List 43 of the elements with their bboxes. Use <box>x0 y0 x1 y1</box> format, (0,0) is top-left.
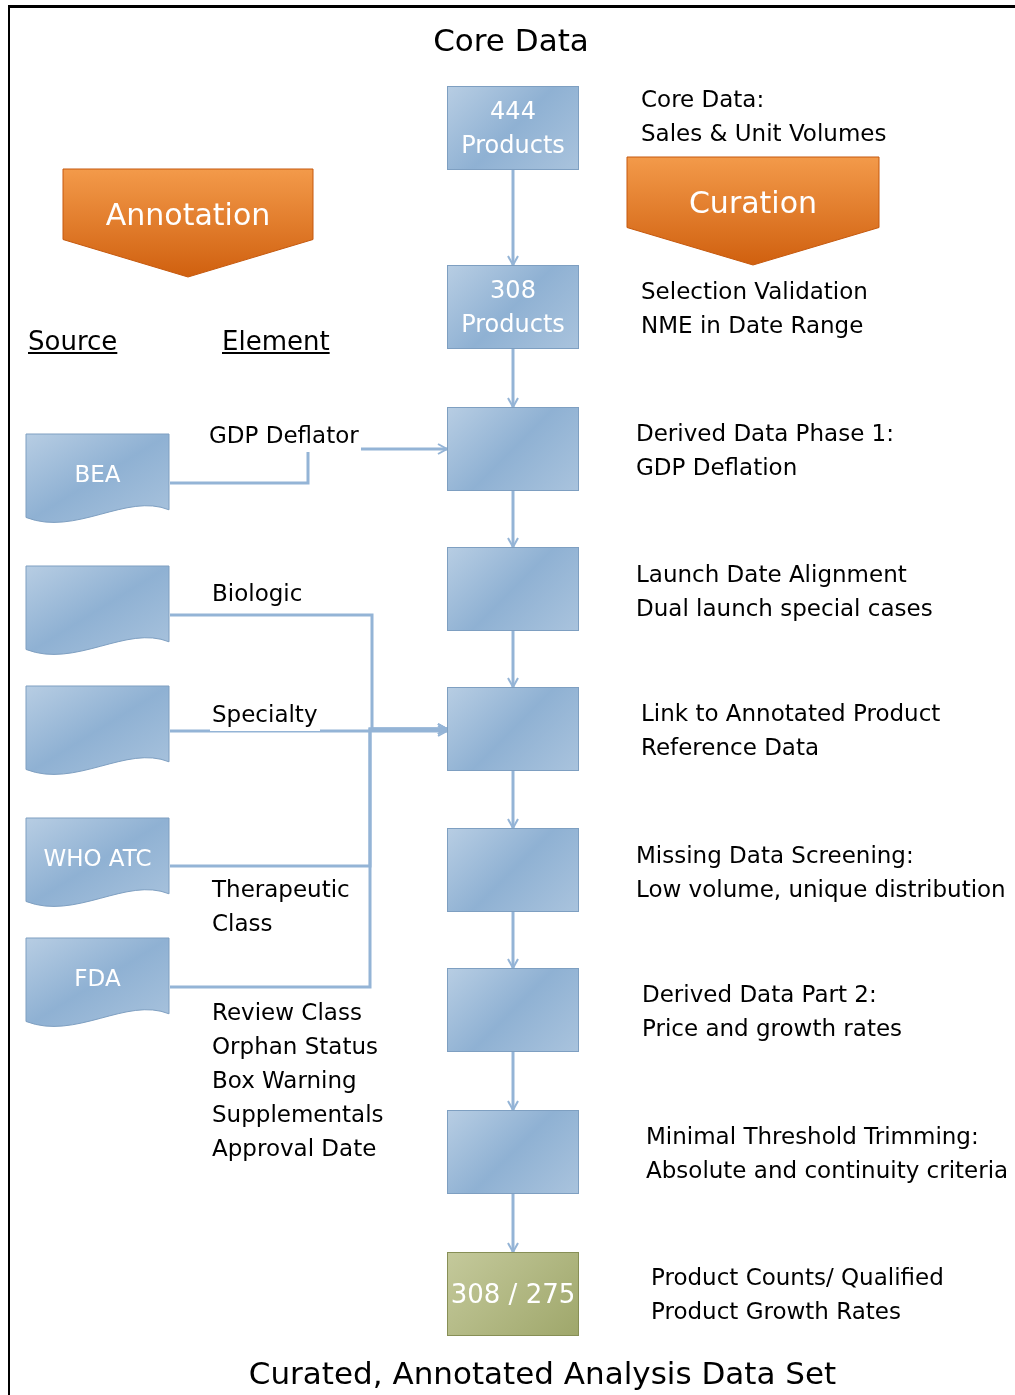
arrow <box>507 1052 519 1111</box>
side-note: Link to Annotated Product <box>641 699 941 728</box>
arrow <box>507 771 519 829</box>
chevron-banner: Curation <box>626 156 880 266</box>
side-note: Missing Data Screening: <box>636 841 914 870</box>
arrow <box>170 723 448 989</box>
chevron-banner: Annotation <box>62 168 314 278</box>
process-box <box>447 687 579 771</box>
arrow <box>507 1194 519 1253</box>
side-note: Derived Data Phase 1: <box>636 419 894 448</box>
side-note: Selection Validation <box>641 277 868 306</box>
side-note: GDP Deflation <box>636 453 798 482</box>
column-heading: Element <box>222 326 330 356</box>
arrow <box>507 491 519 548</box>
side-note: Low volume, unique distribution <box>636 875 1006 904</box>
side-note: Core Data: <box>641 85 765 114</box>
process-box: 444 Products <box>447 86 579 170</box>
process-box <box>447 547 579 631</box>
result-box: 308 / 275 <box>447 1252 579 1336</box>
side-note: Product Growth Rates <box>651 1297 901 1326</box>
column-heading: Source <box>28 326 118 356</box>
arrow <box>507 170 519 266</box>
process-box <box>447 828 579 912</box>
side-note: Derived Data Part 2: <box>642 980 877 1009</box>
process-box <box>447 407 579 491</box>
title: Core Data <box>432 22 590 58</box>
side-note: Sales & Unit Volumes <box>641 119 887 148</box>
arrow <box>507 912 519 969</box>
side-note: Dual launch special cases <box>636 594 933 623</box>
side-note: NME in Date Range <box>641 311 864 340</box>
side-note: Minimal Threshold Trimming: <box>646 1122 979 1151</box>
arrow <box>170 725 448 737</box>
side-note: Product Counts/ Qualified <box>651 1263 944 1292</box>
arrow <box>507 349 519 408</box>
side-note: Price and growth rates <box>642 1014 903 1043</box>
side-note: Reference Data <box>641 733 820 762</box>
process-box <box>447 968 579 1052</box>
process-box: 308 Products <box>447 265 579 349</box>
arrow <box>507 631 519 688</box>
side-note: Launch Date Alignment <box>636 560 907 589</box>
caption: Curated, Annotated Analysis Data Set <box>247 1355 838 1391</box>
side-note: Absolute and continuity criteria <box>646 1156 1009 1185</box>
process-box <box>447 1110 579 1194</box>
